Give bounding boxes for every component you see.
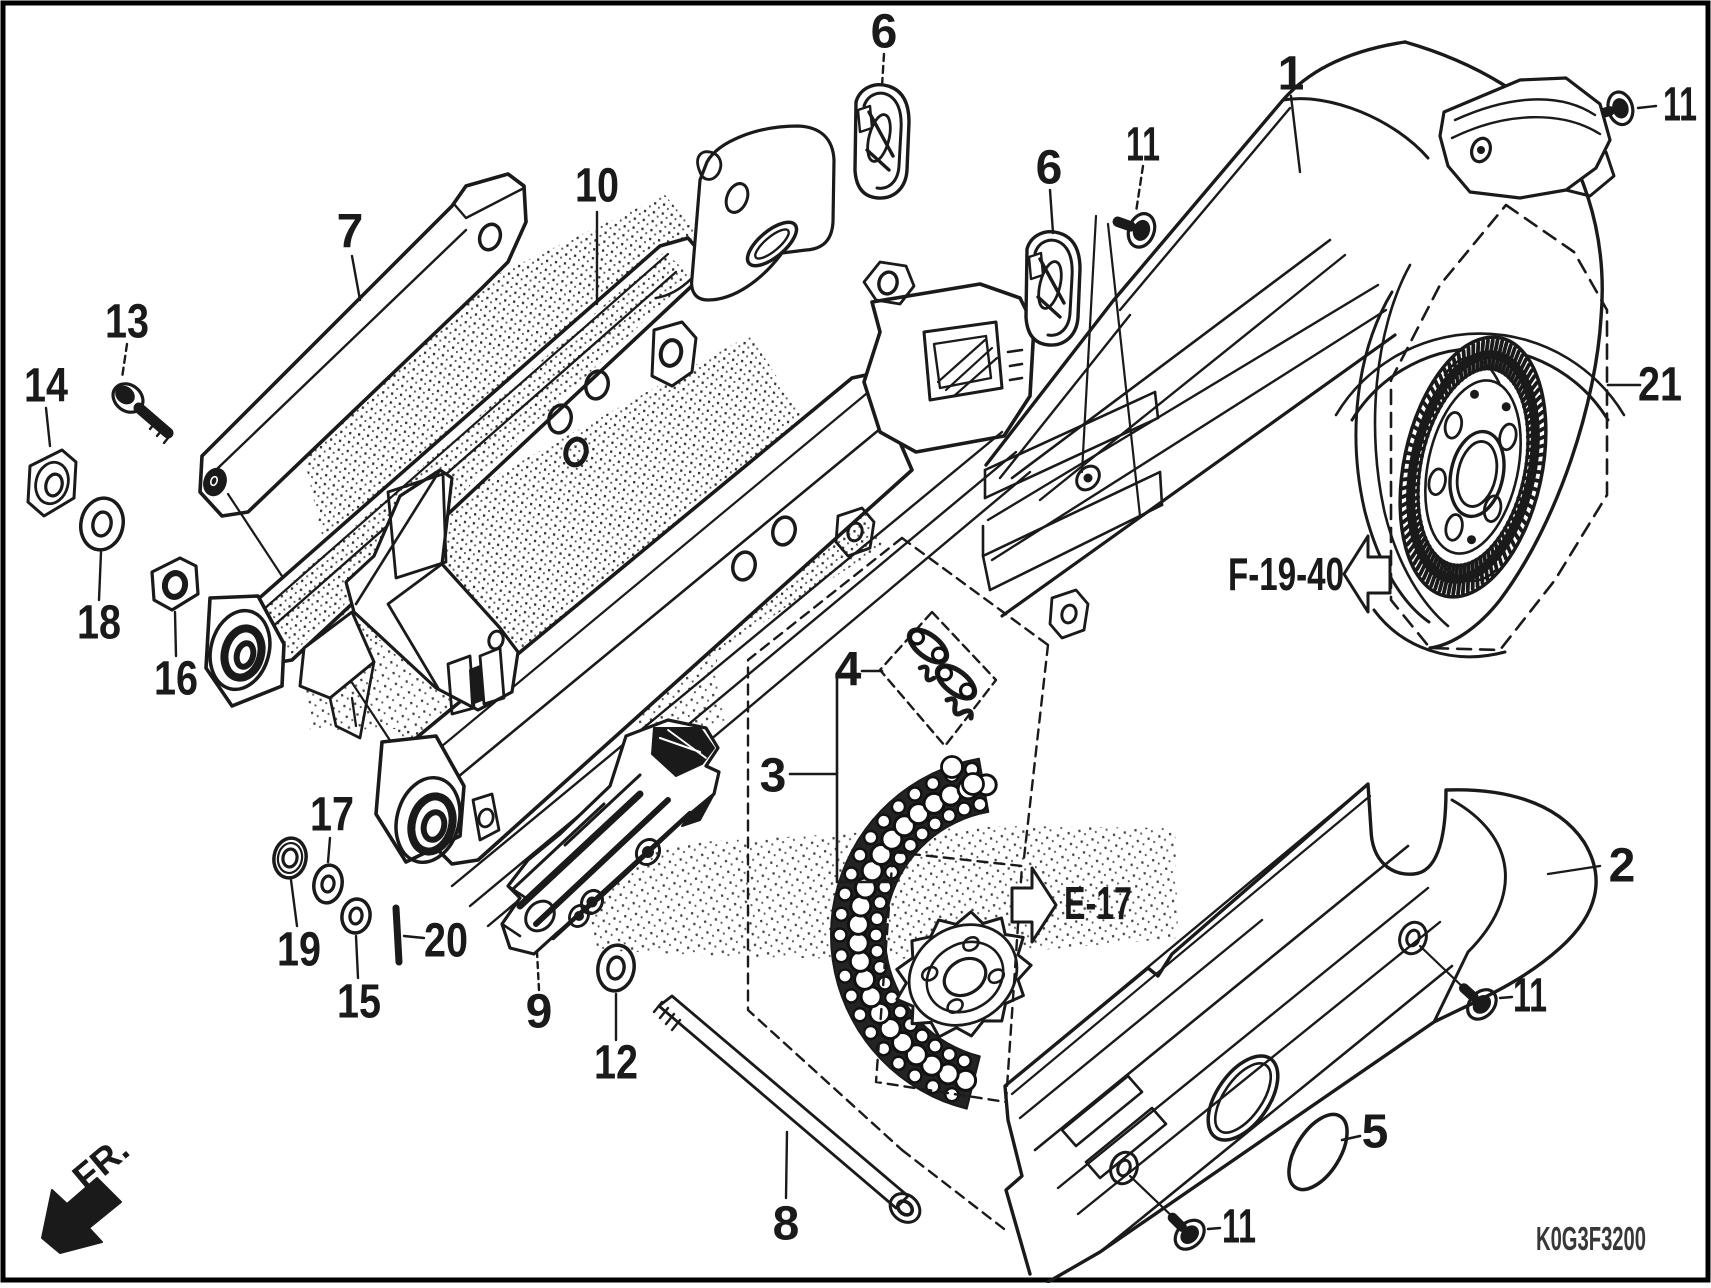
svg-text:2: 2 [1609, 840, 1636, 893]
svg-text:21: 21 [1638, 359, 1682, 412]
svg-text:20: 20 [424, 915, 468, 968]
svg-text:E-17: E-17 [1064, 877, 1132, 929]
svg-text:19: 19 [277, 924, 321, 977]
svg-text:12: 12 [594, 1037, 638, 1090]
svg-text:5: 5 [1362, 1106, 1389, 1159]
svg-text:4: 4 [835, 644, 862, 697]
svg-text:13: 13 [105, 296, 149, 349]
svg-text:3: 3 [760, 750, 787, 803]
svg-text:8: 8 [773, 1198, 800, 1251]
svg-text:1: 1 [1278, 48, 1305, 101]
svg-text:K0G3F3200: K0G3F3200 [1536, 1220, 1646, 1257]
svg-text:6: 6 [1036, 142, 1063, 195]
svg-text:18: 18 [77, 597, 121, 650]
svg-text:7: 7 [337, 206, 364, 259]
svg-text:17: 17 [310, 789, 354, 842]
svg-text:10: 10 [575, 160, 619, 213]
svg-text:15: 15 [337, 976, 381, 1029]
svg-text:6: 6 [871, 6, 898, 59]
svg-text:16: 16 [154, 653, 198, 706]
svg-text:11: 11 [1222, 1201, 1256, 1254]
svg-text:11: 11 [1126, 119, 1160, 172]
svg-text:11: 11 [1513, 970, 1547, 1023]
svg-text:14: 14 [24, 360, 68, 413]
svg-text:F-19-40: F-19-40 [1228, 548, 1344, 600]
svg-text:11: 11 [1663, 79, 1697, 132]
svg-text:9: 9 [526, 986, 553, 1039]
